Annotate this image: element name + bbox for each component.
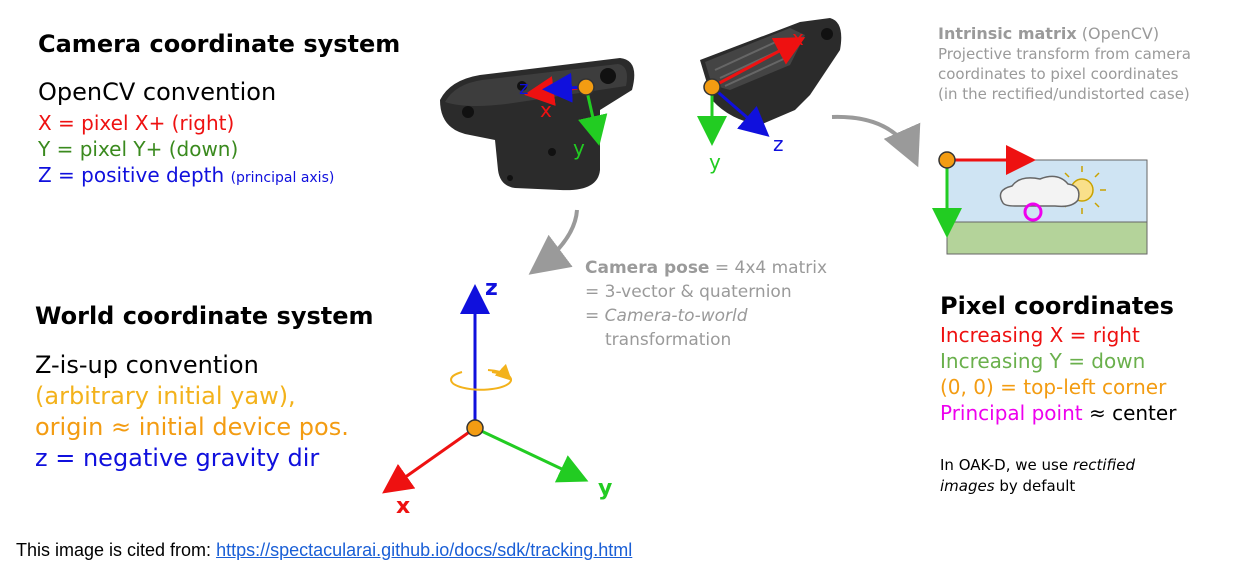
pixel-image-illustration <box>946 159 1148 255</box>
source-caption: This image is cited from: https://specta… <box>16 540 633 560</box>
camera-front-y-axis <box>578 86 608 146</box>
world-line3: origin ≈ initial device pos. <box>35 413 349 441</box>
yaw-rotation-icon <box>450 369 513 391</box>
pixel-origin-line: (0, 0) = top-left corner <box>940 375 1167 399</box>
world-line4: z = negative gravity dir <box>35 444 320 472</box>
principal-point-marker <box>1023 202 1043 222</box>
camera-y-line: Y = pixel Y+ (down) <box>38 137 239 161</box>
pixel-x-line: Increasing X = right <box>940 323 1140 347</box>
pixel-section-title: Pixel coordinates <box>940 292 1174 320</box>
camera-to-world-arrow <box>528 209 579 275</box>
camera-section-title: Camera coordinate system <box>38 30 401 58</box>
world-line2: (arbitrary initial yaw), <box>35 382 296 410</box>
camera-front-y-label: y <box>573 136 585 160</box>
camera-front-origin <box>577 78 595 96</box>
camera-front-z-label: z <box>519 78 529 99</box>
world-section-title: World coordinate system <box>35 302 374 330</box>
camera-back-x-axis <box>711 37 806 89</box>
world-x-label: x <box>396 494 411 519</box>
camera-x-line: X = pixel X+ (right) <box>38 111 235 135</box>
camera-device-front <box>440 58 635 191</box>
oakd-note: In OAK-D, we use rectified images by def… <box>940 456 1135 495</box>
camera-back-origin <box>703 78 721 96</box>
camera-front-x-label: x <box>540 98 552 122</box>
camera-to-pixel-arrow <box>831 114 921 168</box>
world-z-label: z <box>485 276 498 301</box>
camera-device-back <box>700 18 842 125</box>
camera-back-x-label: x <box>792 26 804 50</box>
pixel-y-line: Increasing Y = down <box>940 349 1146 373</box>
source-link[interactable]: https://spectacularai.github.io/docs/sdk… <box>216 540 633 560</box>
camera-z-line: Z = positive depth (principal axis) <box>38 163 335 187</box>
camera-convention: OpenCV convention <box>38 78 277 106</box>
world-y-label: y <box>598 476 613 501</box>
world-x-axis <box>382 426 476 494</box>
world-line1: Z-is-up convention <box>35 351 259 379</box>
camera-back-z-axis <box>711 85 770 137</box>
intrinsic-matrix-text: Intrinsic matrix (OpenCV) Projective tra… <box>938 24 1191 103</box>
camera-pose-text: Camera pose = 4x4 matrix = 3-vector & qu… <box>585 258 828 350</box>
principal-point-line: Principal point ≈ center <box>940 401 1177 425</box>
world-y-axis <box>474 426 589 483</box>
camera-back-z-label: z <box>773 132 784 156</box>
camera-back-y-label: y <box>709 150 721 174</box>
cloud-icon <box>999 175 1080 208</box>
pixel-origin <box>938 151 956 169</box>
world-origin <box>466 419 484 437</box>
